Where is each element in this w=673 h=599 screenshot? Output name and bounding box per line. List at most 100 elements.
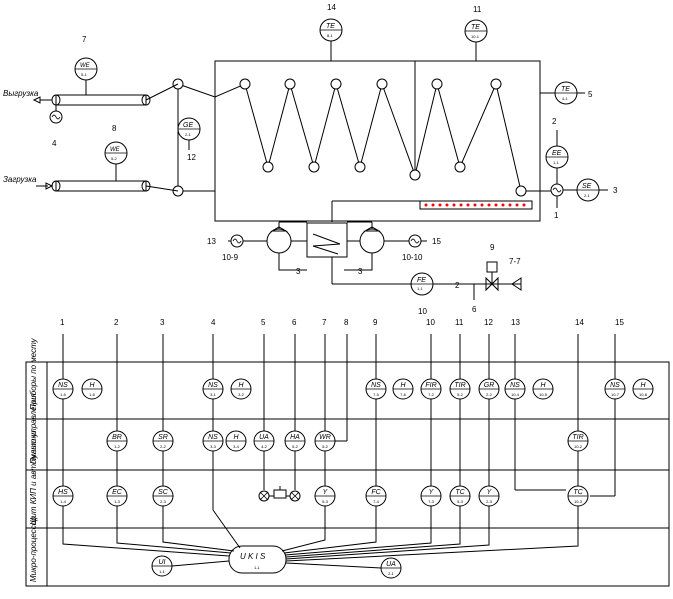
instrument-sub: 2-2	[486, 392, 493, 397]
column-numbers: 1 2 3 4 5 6 7 8 9 10 11 12 13 14 15	[60, 318, 624, 327]
valve-actuator	[486, 261, 498, 273]
instrument-sr-row2-1: SR2-2	[152, 430, 174, 452]
svg-text:4: 4	[211, 318, 216, 327]
se-num: 3	[613, 186, 618, 195]
instrument-sub: 7-5	[373, 392, 380, 397]
line-3-label-a: 3	[296, 267, 301, 276]
unload-arrow	[32, 96, 41, 104]
ee-sub: 1-1	[553, 160, 560, 165]
instrument-sub: 2-3	[160, 499, 167, 504]
we-1-sub: 5-1	[81, 72, 88, 77]
instrument-y-row3-3: Y5-3	[314, 485, 336, 507]
instrument-ua-row2-4: UA4-2	[253, 430, 275, 452]
instrument-sub: 7-6	[400, 392, 407, 397]
instrument-sub: 10-7	[611, 392, 620, 397]
instrument-sc-row3-2: SC 2-3	[152, 485, 174, 507]
instrument-ha-row2-5: HA5-2	[284, 430, 306, 452]
instrument-ns-row1-0: NS1-5	[52, 378, 74, 400]
fe-line-2: 2	[455, 281, 460, 290]
instrument-fc-row3-4: FC 7-4	[365, 485, 387, 507]
instrument-sub: 3-2	[238, 392, 245, 397]
te-14-code: TE	[326, 23, 335, 30]
instrument-sub: 1-1	[159, 569, 166, 574]
svg-text:6: 6	[292, 318, 297, 327]
motor-1-label: 1	[554, 211, 559, 220]
ee-num: 2	[552, 117, 557, 126]
instrument-ua-mp_small-1: UA2-1	[380, 557, 402, 579]
instrument-code: FC	[371, 489, 381, 496]
heater-dots	[424, 203, 526, 207]
fe-line-6: 6	[472, 305, 477, 314]
instrument-wr-row2-6: WR5-2	[314, 430, 336, 452]
instrument-hs-row3-0: HS1-4	[52, 485, 74, 507]
te-5-code: TE	[561, 86, 570, 93]
instrument-sub: 10-8	[639, 392, 648, 397]
instrument-sub: 7-2	[428, 392, 435, 397]
instrument-code: HA	[290, 434, 300, 441]
instrument-sub: 7-4	[373, 499, 380, 504]
instrument-code: UA	[259, 434, 269, 441]
instrument-y-row3-7: Y2-3	[478, 485, 500, 507]
load-arrow	[45, 182, 54, 190]
te-11-sub: 10-1	[471, 34, 480, 39]
ukis-sub: 1-1	[254, 565, 261, 570]
instrument-code: BR	[112, 434, 122, 441]
instrument-sub: 5-3	[457, 499, 464, 504]
furnace-chamber	[214, 60, 541, 222]
instrument-code: SC	[158, 489, 169, 496]
we-2-code: WE	[110, 147, 121, 153]
instrument-sub: 1-5	[60, 392, 67, 397]
we-2-sub: 5-2	[111, 156, 118, 161]
fe-sub: 1-1	[417, 286, 424, 291]
se-sub: 2-1	[584, 193, 591, 198]
ukis-microprocessor	[228, 545, 287, 574]
load-label: Загрузка	[3, 175, 37, 184]
instrument-code: H	[233, 434, 239, 441]
instrument-code: WR	[319, 434, 331, 441]
motor-4-label: 4	[52, 139, 57, 148]
ge-sub: 2-1	[185, 132, 192, 137]
te-14-num: 14	[327, 3, 336, 12]
unload-label: Выгрузка	[3, 89, 39, 98]
instrument-code: Y	[323, 489, 329, 496]
svg-text:13: 13	[511, 318, 520, 327]
instrument-code: H	[540, 382, 546, 389]
instrument-ec-row3-1: EC1-3	[106, 485, 128, 507]
instrument-sub: 7-3	[428, 499, 435, 504]
row-header-cabinet: Щит КИП и автоматики	[29, 430, 38, 525]
svg-text:11: 11	[455, 318, 464, 327]
heat-exchanger	[306, 222, 348, 258]
control-valve	[485, 276, 499, 292]
fe-code: FE	[417, 277, 426, 284]
we-1-num: 7	[82, 35, 87, 44]
ee-code: EE	[552, 150, 562, 157]
signal-lines	[62, 334, 616, 510]
instrument-code: NS	[371, 382, 381, 389]
instrument-h-row1-12: H10-8	[632, 378, 654, 400]
instrument-code: TIR	[572, 434, 583, 441]
te-5-sub: 4-1	[562, 96, 569, 101]
instrument-br-row2-0: BR1-2	[106, 430, 128, 452]
svg-text:14: 14	[575, 318, 584, 327]
instrument-h-row1-5: H7-6	[392, 378, 414, 400]
svg-text:3: 3	[160, 318, 165, 327]
unload-motor	[49, 110, 63, 124]
instrument-sub: 1-3	[114, 499, 121, 504]
svg-text:1: 1	[60, 318, 65, 327]
se-code: SE	[582, 183, 592, 190]
row-header-local: Приборы по месту	[29, 337, 38, 410]
instrument-sub: 10-5	[539, 392, 548, 397]
instrument-ns-row2-2: NS3-3	[202, 430, 224, 452]
line-3-label-b: 3	[358, 267, 363, 276]
instrument-sub: 5-2	[457, 392, 464, 397]
motor-13-label: 13	[207, 237, 216, 246]
instrument-sub: 10-2	[574, 444, 583, 449]
instrument-h-row1-10: H 10-5	[532, 378, 554, 400]
instrument-h-row1-3: H3-2	[230, 378, 252, 400]
instrument-sub: 2-2	[160, 444, 167, 449]
instrument-ui-mp_small-0: UI1-1	[151, 555, 173, 577]
